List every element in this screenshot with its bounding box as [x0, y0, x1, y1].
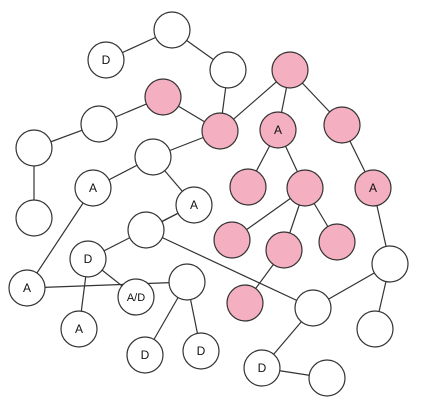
node-layer: D A A A A D A A/D A D D D — [8, 11, 409, 397]
graph-node-n8 — [271, 51, 309, 89]
node-circle — [8, 269, 46, 307]
graph-node-n20 — [213, 221, 251, 259]
graph-node-n12: A — [74, 169, 112, 207]
edge-n18-n24 — [145, 229, 314, 309]
node-circle — [153, 11, 191, 49]
highlighted-node-circle — [144, 78, 182, 116]
graph-node-n22 — [318, 223, 356, 261]
highlighted-node-circle — [259, 111, 297, 149]
graph-node-n34 — [308, 359, 346, 397]
edge-n23-n30 — [26, 281, 188, 289]
node-label: D — [141, 348, 150, 362]
graph-node-n21 — [265, 231, 303, 269]
node-circle — [60, 310, 98, 348]
node-circle — [69, 240, 107, 278]
highlighted-node-circle — [213, 221, 251, 259]
graph-node-n18 — [127, 211, 165, 249]
graph-node-n30 — [168, 263, 206, 301]
graph-node-n1: D — [87, 41, 125, 79]
graph-node-n25: A/D — [117, 278, 155, 316]
node-label: A — [274, 123, 282, 137]
node-label: D — [258, 361, 267, 375]
edge-n12-n23 — [26, 187, 94, 289]
graph-node-n26 — [371, 245, 409, 283]
node-label: A — [75, 322, 83, 336]
node-circle — [168, 263, 206, 301]
node-circle — [74, 169, 112, 207]
graph-node-n33: D — [243, 349, 281, 387]
graph-node-n10 — [323, 106, 361, 144]
graph-node-n23: A — [8, 269, 46, 307]
node-label: A — [190, 198, 198, 212]
highlighted-node-circle — [318, 223, 356, 261]
node-circle — [175, 186, 213, 224]
graph-node-n15 — [229, 168, 267, 206]
graph-node-n24 — [294, 289, 332, 327]
node-circle — [117, 278, 155, 316]
node-circle — [356, 310, 394, 348]
highlighted-node-circle — [226, 284, 264, 322]
node-label: A — [23, 281, 31, 295]
graph-node-n11 — [134, 138, 172, 176]
graph-node-n3 — [209, 51, 247, 89]
highlighted-node-circle — [201, 112, 239, 150]
highlighted-node-circle — [229, 168, 267, 206]
graph-node-n4 — [144, 78, 182, 116]
node-label: A — [89, 181, 97, 195]
graph-node-n28 — [356, 310, 394, 348]
node-circle — [294, 289, 332, 327]
graph-node-n16 — [286, 169, 324, 207]
node-circle — [308, 359, 346, 397]
highlighted-node-circle — [323, 106, 361, 144]
node-circle — [80, 105, 118, 143]
graph-node-n14: A — [175, 186, 213, 224]
graph-node-n6 — [80, 105, 118, 143]
node-circle — [127, 211, 165, 249]
node-label: D — [84, 252, 93, 266]
highlighted-node-circle — [271, 51, 309, 89]
node-circle — [15, 199, 53, 237]
graph-node-n27 — [226, 284, 264, 322]
graph-node-n31: D — [126, 336, 164, 374]
node-circle — [243, 349, 281, 387]
node-circle — [15, 129, 53, 167]
node-circle — [182, 332, 220, 370]
graph-node-n32: D — [182, 332, 220, 370]
graph-node-n19: D — [69, 240, 107, 278]
node-circle — [209, 51, 247, 89]
highlighted-node-circle — [286, 169, 324, 207]
highlighted-node-circle — [354, 169, 392, 207]
graph-node-n17: A — [354, 169, 392, 207]
graph-node-n2 — [153, 11, 191, 49]
graph-node-n7 — [15, 129, 53, 167]
node-label: D — [197, 344, 206, 358]
node-circle — [134, 138, 172, 176]
node-circle — [87, 41, 125, 79]
highlighted-node-circle — [265, 231, 303, 269]
node-label: A/D — [127, 292, 145, 304]
node-circle — [126, 336, 164, 374]
graph-node-n5 — [201, 112, 239, 150]
node-circle — [371, 245, 409, 283]
graph-node-n13 — [15, 199, 53, 237]
graph-node-n29: A — [60, 310, 98, 348]
node-label: A — [369, 181, 377, 195]
graph-node-n9: A — [259, 111, 297, 149]
node-label: D — [102, 53, 111, 67]
